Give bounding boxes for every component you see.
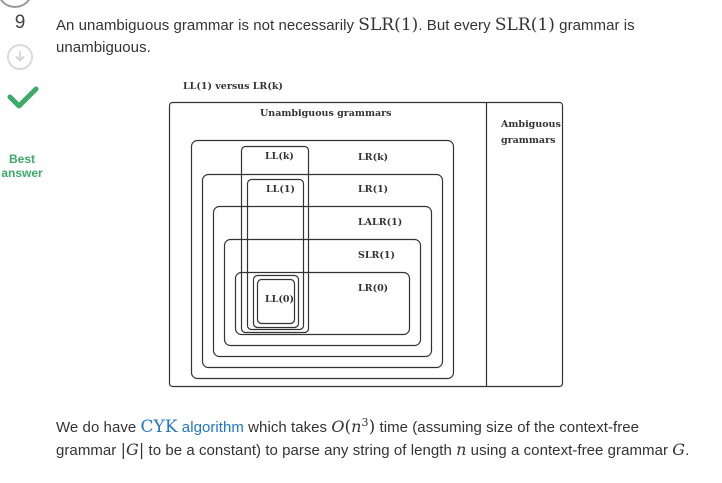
lr-1-box [201, 173, 444, 369]
math-paren: ) [368, 417, 376, 437]
lr-k-box [190, 139, 455, 380]
checkmark-icon[interactable] [6, 84, 40, 112]
math-grammar-size: |G| [120, 440, 145, 459]
down-arrow-icon [15, 50, 25, 62]
link-math: CYK [140, 417, 178, 437]
text-fragment: . But every [418, 17, 495, 34]
text-fragment: which takes [243, 419, 332, 436]
text-fragment: . [685, 442, 690, 459]
downvote-icon[interactable] [7, 44, 33, 70]
math-n: n [351, 417, 362, 436]
cyk-algorithm-link[interactable]: CYK algorithm [140, 417, 244, 437]
lr-k-label: LR(k) [358, 152, 388, 163]
text-fragment: grammar is unambiguous. [56, 17, 635, 56]
lalr-1-box [212, 205, 433, 358]
answer-paragraph-2: We do have CYK algorithm which takes O(n… [56, 412, 696, 462]
slr-1-label: SLR(1) [358, 250, 395, 261]
link-text: algorithm [177, 419, 244, 436]
lr-0-label: LR(0) [358, 283, 388, 294]
math-slr1: SLR(1) [494, 15, 555, 35]
ambiguous-label: grammars [501, 135, 555, 146]
ll-0-outer-box [252, 274, 300, 329]
outer-box [168, 101, 564, 388]
math-exponent: 3 [361, 416, 369, 429]
text-fragment: to be a constant) to parse any string of… [144, 442, 457, 459]
ll-0-box [256, 278, 296, 325]
text-fragment: We do have [56, 419, 141, 436]
math-O: O [331, 417, 345, 436]
math-G: G [672, 440, 686, 459]
ll-0-label: LL(0) [265, 294, 294, 305]
ll-k-box [240, 145, 310, 334]
answer-paragraph-1: An unambiguous grammar is not necessaril… [56, 14, 676, 59]
math-slr1: SLR(1) [358, 15, 419, 35]
text-fragment: using a context-free grammar [466, 442, 673, 459]
math-n: n [456, 440, 467, 459]
ll-1-label: LL(1) [266, 184, 295, 195]
text-fragment: time (assuming size of the context-free … [56, 419, 640, 459]
math-paren: ( [344, 417, 352, 437]
lr-1-label: LR(1) [358, 184, 388, 195]
ambiguous-label: Ambiguous [500, 119, 561, 130]
unambiguous-label: Unambiguous grammars [260, 108, 392, 119]
best-answer-label: Best answer [1, 152, 43, 180]
lalr-1-label: LALR(1) [358, 217, 402, 228]
slr-1-box [223, 238, 422, 347]
text-fragment: An unambiguous grammar is not necessaril… [56, 17, 359, 34]
vote-count: 9 [14, 12, 26, 33]
ll-k-label: LL(k) [265, 151, 294, 162]
diagram-caption: LL(1) versus LR(k) [183, 81, 283, 92]
ll-1-box [246, 178, 305, 331]
lr-0-box [234, 271, 411, 336]
